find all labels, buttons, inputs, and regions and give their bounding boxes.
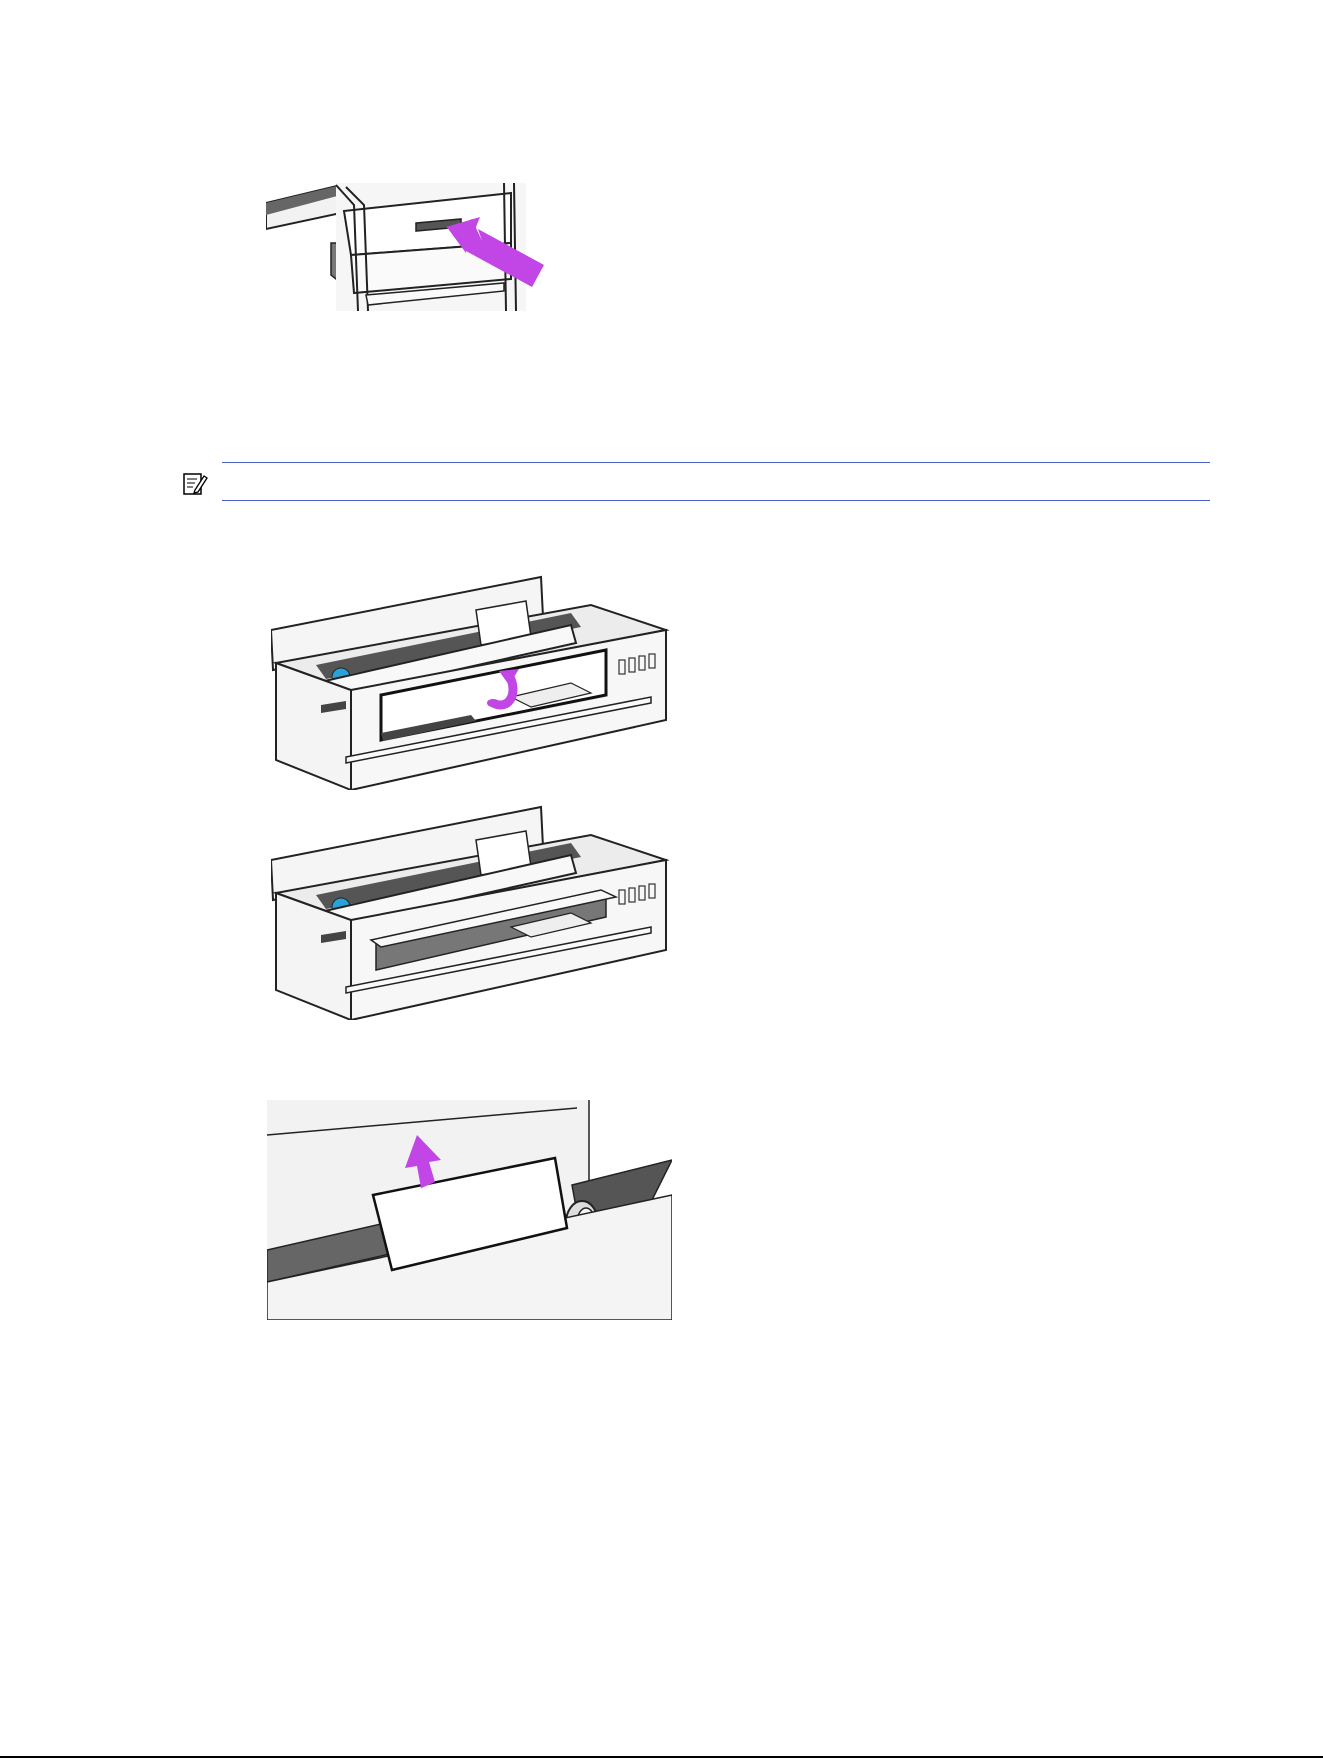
figure-window-opened (271, 805, 669, 1020)
figure-open-window (271, 575, 669, 790)
note-rule-top (222, 462, 1210, 463)
note-pencil-icon (182, 470, 208, 496)
footer-rule (0, 1756, 1323, 1758)
figure-pull-sheet (267, 1100, 672, 1320)
note-rule-bottom (222, 500, 1210, 501)
figure-press-button (266, 183, 551, 311)
